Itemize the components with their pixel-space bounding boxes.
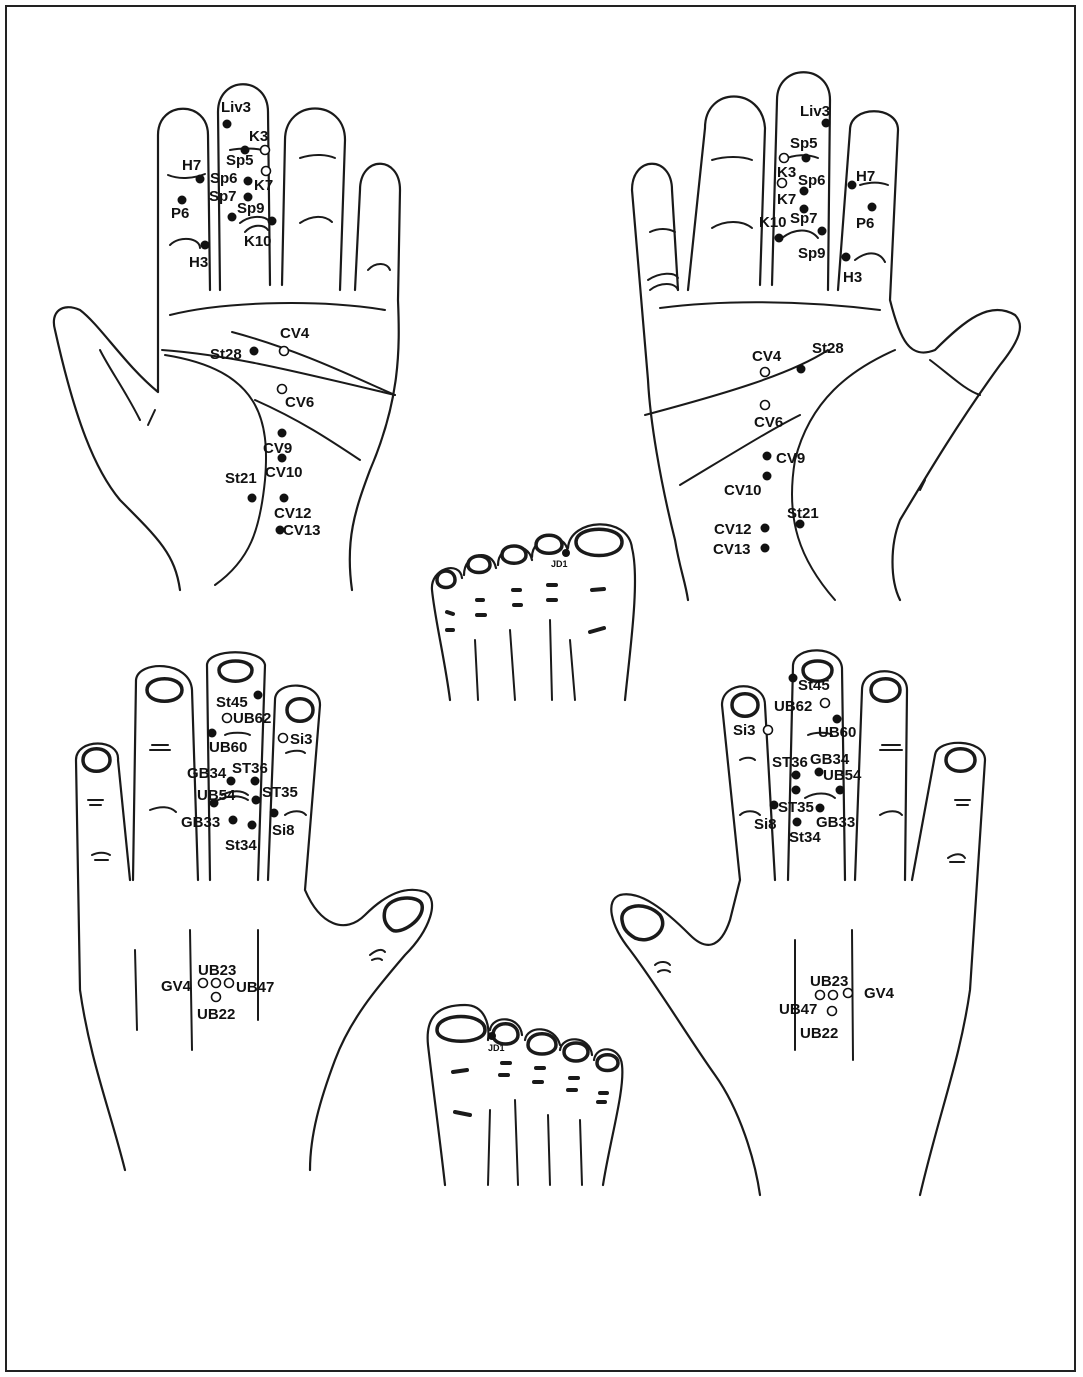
label-cv12: CV12 — [714, 521, 752, 538]
label-sp9: Sp9 — [798, 245, 826, 262]
label-st34: St34 — [789, 829, 821, 846]
label-st36: ST36 — [232, 760, 268, 777]
label-ub60: UB60 — [209, 739, 247, 756]
label-si8: Si8 — [754, 816, 777, 833]
label-h3: H3 — [189, 254, 208, 271]
label-ub62: UB62 — [774, 698, 812, 715]
label-cv10: CV10 — [265, 464, 303, 481]
label-k7: K7 — [777, 191, 796, 208]
label-liv3: Liv3 — [800, 103, 830, 120]
label-gv4: GV4 — [161, 978, 192, 995]
label-st21: St21 — [225, 470, 257, 487]
label-sp7: Sp7 — [790, 210, 818, 227]
label-k3: K3 — [249, 128, 268, 145]
label-gb34: GB34 — [187, 765, 227, 782]
label-ub47: UB47 — [236, 979, 274, 996]
back-right: St45 UB62 Si3 UB60 ST36 GB34 UB54 ST35 S… — [611, 650, 985, 1195]
label-sp6: Sp6 — [210, 170, 238, 187]
label-ub23: UB23 — [810, 973, 848, 990]
label-ub54: UB54 — [823, 767, 862, 784]
label-k3: K3 — [777, 164, 796, 181]
label-liv3: Liv3 — [221, 99, 251, 116]
label-h7: H7 — [182, 157, 201, 174]
label-h3: H3 — [843, 269, 862, 286]
label-sp6: Sp6 — [798, 172, 826, 189]
label-cv10: CV10 — [724, 482, 762, 499]
label-cv6: CV6 — [285, 394, 314, 411]
label-gb33: GB33 — [181, 814, 220, 831]
palm-right: Liv3 Sp5 K3 Sp6 H7 K7 K10 Sp7 P6 Sp9 H3 … — [632, 72, 1020, 600]
label-ub23: UB23 — [198, 962, 236, 979]
label-p6: P6 — [171, 205, 189, 222]
label-st34: St34 — [225, 837, 257, 854]
label-sp5: Sp5 — [226, 152, 254, 169]
label-cv9: CV9 — [263, 440, 292, 457]
label-st45: St45 — [798, 677, 830, 694]
foot-bottom: JD1 — [428, 1005, 623, 1185]
label-st35: ST35 — [262, 784, 298, 801]
label-p6: P6 — [856, 215, 874, 232]
label-cv6: CV6 — [754, 414, 783, 431]
label-sp7: Sp7 — [209, 188, 237, 205]
palm-left: Liv3 K3 Sp5 H7 Sp6 K7 Sp7 P6 Sp9 K10 H3 … — [54, 84, 400, 590]
label-h7: H7 — [856, 168, 875, 185]
label-k7: K7 — [254, 177, 273, 194]
label-st28: St28 — [210, 346, 242, 363]
foot-top: JD1 — [432, 524, 635, 700]
label-si3: Si3 — [290, 731, 313, 748]
label-ub47: UB47 — [779, 1001, 817, 1018]
label-gb33: GB33 — [816, 814, 855, 831]
label-cv9: CV9 — [776, 450, 805, 467]
label-sp9: Sp9 — [237, 200, 265, 217]
label-ub62: UB62 — [233, 710, 271, 727]
label-st28: St28 — [812, 340, 844, 357]
label-sp5: Sp5 — [790, 135, 818, 152]
label-gv4: GV4 — [864, 985, 895, 1002]
label-jd1: JD1 — [488, 1043, 505, 1053]
label-ub54: UB54 — [197, 787, 236, 804]
label-st21: St21 — [787, 505, 819, 522]
label-ub60: UB60 — [818, 724, 856, 741]
label-st35: ST35 — [778, 799, 814, 816]
label-gb34: GB34 — [810, 751, 850, 768]
label-st45: St45 — [216, 694, 248, 711]
label-jd1: JD1 — [551, 559, 568, 569]
label-st36: ST36 — [772, 754, 808, 771]
label-si3: Si3 — [733, 722, 756, 739]
label-cv13: CV13 — [283, 522, 321, 539]
label-cv4: CV4 — [280, 325, 310, 342]
label-ub22: UB22 — [197, 1006, 235, 1023]
label-k10: K10 — [759, 214, 787, 231]
label-cv4: CV4 — [752, 348, 782, 365]
label-si8: Si8 — [272, 822, 295, 839]
label-cv13: CV13 — [713, 541, 751, 558]
label-cv12: CV12 — [274, 505, 312, 522]
back-left: St45 UB62 UB60 Si3 GB34 ST36 UB54 ST35 G… — [76, 652, 432, 1170]
label-k10: K10 — [244, 233, 272, 250]
label-ub22: UB22 — [800, 1025, 838, 1042]
